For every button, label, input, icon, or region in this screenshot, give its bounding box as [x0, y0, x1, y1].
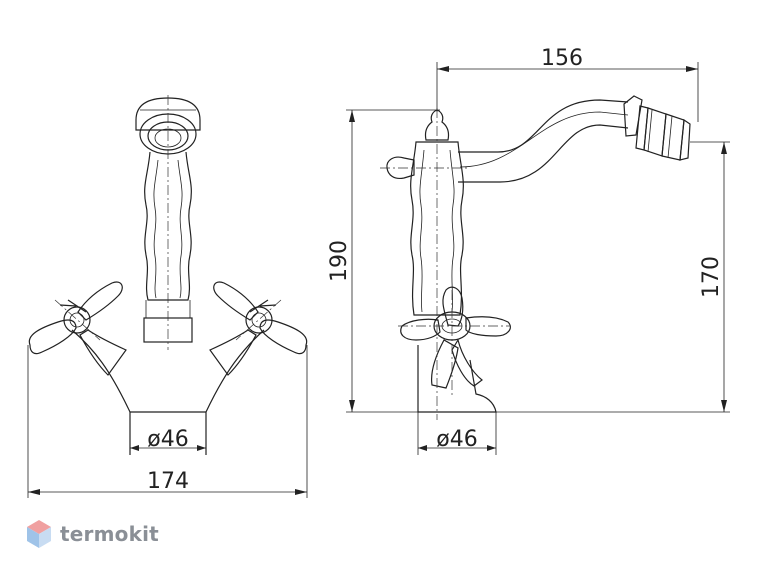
front-width-label: 174	[147, 469, 189, 494]
brand-logo: termokit	[26, 519, 159, 549]
side-reach-dimension: 156	[436, 46, 699, 122]
side-height-label: 190	[327, 240, 352, 282]
front-left-handle	[28, 281, 127, 376]
side-spout-height-label: 170	[699, 256, 724, 298]
side-view: 156 190 170 ø46	[327, 46, 730, 455]
front-view: ø46 174	[27, 95, 308, 498]
termokit-logo-icon	[27, 520, 51, 548]
side-reach-label: 156	[541, 46, 583, 71]
front-width-dimension: 174	[27, 345, 308, 498]
front-left-centerline	[54, 299, 101, 341]
side-diameter-label: ø46	[436, 427, 477, 452]
brand-name: termokit	[60, 522, 159, 546]
front-right-centerline	[235, 299, 282, 341]
side-spout	[458, 95, 691, 183]
front-right-handle	[209, 281, 308, 376]
side-handle	[400, 286, 511, 389]
side-spout-height-dimension: 170	[496, 141, 730, 413]
front-diameter-label: ø46	[147, 427, 188, 452]
side-height-dimension: 190	[327, 109, 440, 413]
front-diameter-dimension: ø46	[130, 427, 206, 452]
side-diameter-dimension: ø46	[418, 427, 496, 452]
side-body	[386, 141, 464, 316]
